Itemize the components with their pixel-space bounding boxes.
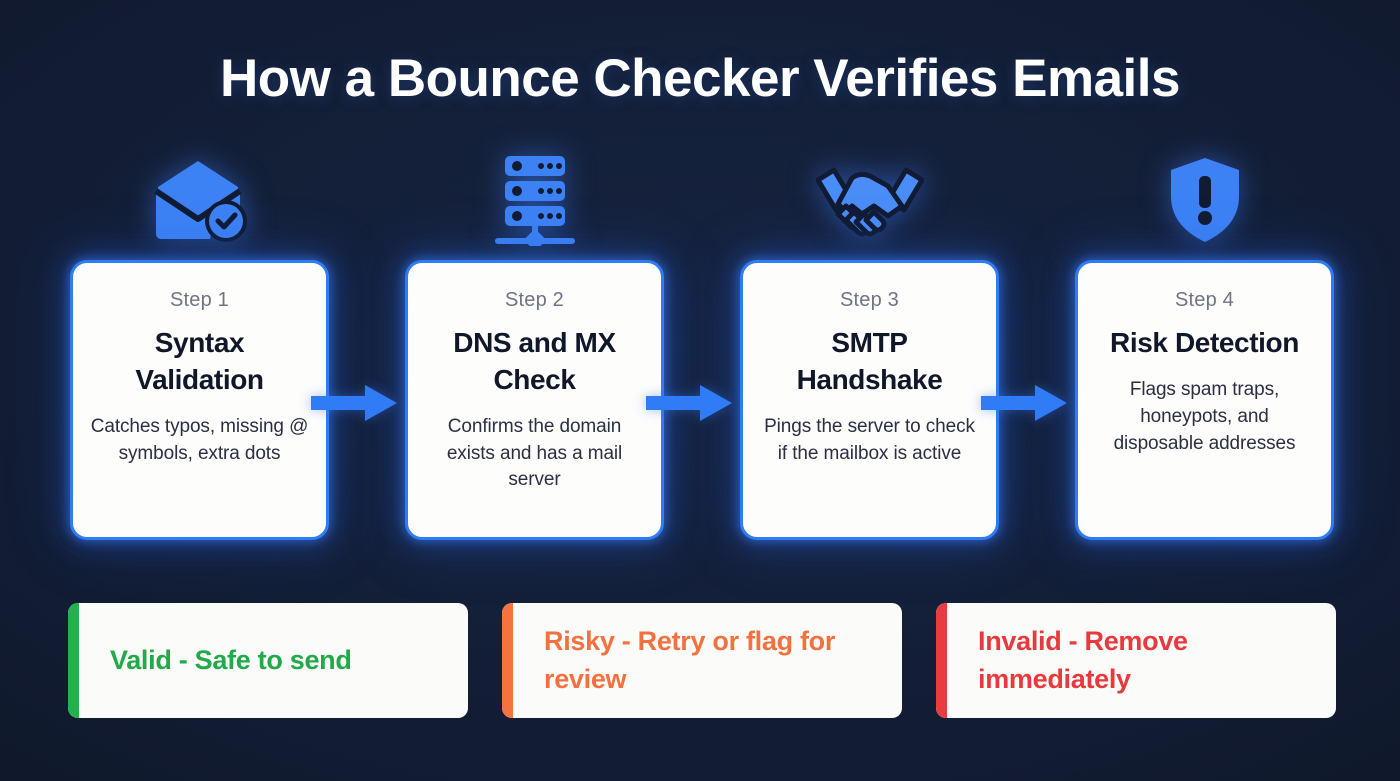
step-description: Catches typos, missing @ symbols, extra … — [90, 415, 309, 464]
step-description: Confirms the domain exists and has a mai… — [446, 415, 623, 491]
steps-row: Step 1 Syntax Validation Catches typos, … — [70, 260, 1334, 540]
status-label: Valid - Safe to send — [110, 644, 352, 675]
step-label: Step 4 — [1174, 289, 1235, 311]
status-accent-bar — [68, 603, 79, 718]
page-title: How a Bounce Checker Verifies Emails — [220, 49, 1180, 108]
status-label: Risky - Retry or flag for review — [544, 625, 836, 694]
step-card-2[interactable]: Step 2 DNS and MX Check Confirms the dom… — [405, 260, 664, 540]
status-label: Invalid - Remove immediately — [978, 625, 1188, 694]
handshake-icon — [740, 150, 999, 250]
arrow-right-icon — [981, 383, 1069, 423]
arrow-right-icon — [646, 383, 734, 423]
step-title: SMTP Handshake — [796, 327, 943, 395]
envelope-check-icon — [70, 150, 329, 250]
step-label: Step 1 — [169, 289, 230, 311]
shield-alert-icon — [1075, 150, 1334, 250]
step-card-1[interactable]: Step 1 Syntax Validation Catches typos, … — [70, 260, 329, 540]
arrow-right-icon — [311, 383, 399, 423]
step-title: Syntax Validation — [135, 327, 264, 395]
server-rack-icon — [405, 150, 664, 250]
status-accent-bar — [936, 603, 947, 718]
status-badge-valid[interactable]: Valid - Safe to send — [68, 603, 468, 718]
step-icons-row — [70, 150, 1334, 250]
status-badge-risky[interactable]: Risky - Retry or flag for review — [502, 603, 902, 718]
step-label: Step 2 — [504, 289, 565, 311]
status-badge-invalid[interactable]: Invalid - Remove immediately — [936, 603, 1336, 718]
step-label: Step 3 — [839, 289, 900, 311]
status-accent-bar — [502, 603, 513, 718]
step-title: DNS and MX Check — [453, 327, 616, 395]
results-row: Valid - Safe to send Risky - Retry or fl… — [68, 603, 1336, 718]
step-title: Risk Detection — [1110, 327, 1299, 358]
step-card-4[interactable]: Step 4 Risk Detection Flags spam traps, … — [1075, 260, 1334, 540]
step-description: Flags spam traps, honeypots, and disposa… — [1113, 378, 1296, 454]
step-card-3[interactable]: Step 3 SMTP Handshake Pings the server t… — [740, 260, 999, 540]
step-description: Pings the server to check if the mailbox… — [764, 415, 975, 464]
